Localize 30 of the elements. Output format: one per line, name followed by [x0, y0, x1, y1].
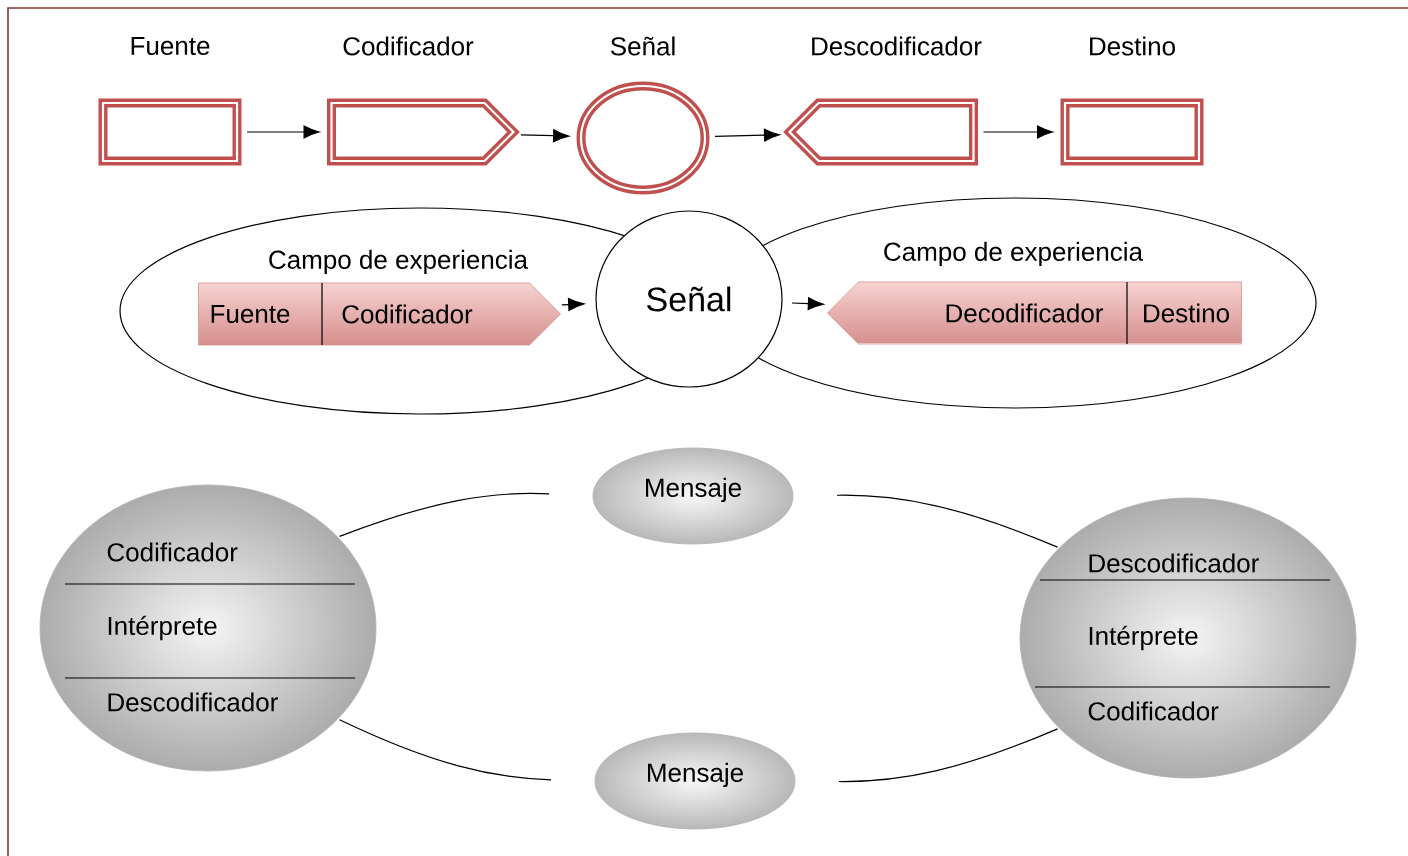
sphere-label: Codificador [1088, 701, 1219, 721]
oval-label: Mensaje [648, 762, 743, 788]
sphere-label: Descodificador [1089, 553, 1259, 573]
ellipse-heading: Campo de experiencia [884, 241, 1143, 267]
arrow [791, 297, 824, 311]
sphere-label: Codificador [107, 542, 238, 562]
connector-line [338, 719, 552, 781]
sphere-label: Intérprete [1089, 625, 1198, 651]
connector-line [838, 728, 1059, 783]
box-label: Destino [1144, 303, 1229, 323]
oval-label: Mensaje [646, 477, 741, 503]
arrow [714, 128, 781, 142]
arrow [982, 125, 1054, 139]
circle-label: Señal [647, 286, 731, 312]
arrow [246, 125, 320, 139]
box-heading: Señal [610, 36, 675, 56]
ellipse-heading: Campo de experiencia [269, 249, 528, 275]
connector-line [836, 494, 1059, 548]
arrow [561, 298, 585, 312]
box-heading: Fuente [131, 36, 210, 56]
arrow [520, 129, 570, 143]
connector-line [339, 492, 550, 538]
box-heading: Codificador [343, 36, 474, 56]
box-label: Decodificador [946, 303, 1103, 323]
box-heading: Descodificador [812, 36, 982, 56]
box-label: Fuente [211, 304, 290, 324]
box-label: Codificador [342, 304, 473, 324]
box-heading: Destino [1090, 36, 1175, 56]
sphere-label: Descodificador [108, 692, 278, 712]
sphere-label: Intérprete [108, 615, 217, 641]
